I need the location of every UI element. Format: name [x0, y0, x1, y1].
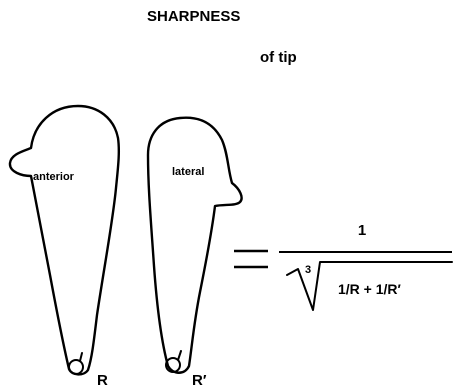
tip-radius-line-r-prime — [178, 351, 181, 360]
tip-radius-line-r — [80, 353, 82, 361]
radicand: 1/R + 1/R′ — [338, 281, 402, 297]
lateral-label: lateral — [172, 166, 204, 178]
root-index: 3 — [305, 264, 311, 276]
radius-label-r-prime: R′ — [192, 372, 207, 385]
radius-label-r: R — [97, 372, 108, 385]
anterior-tooth-outline — [10, 106, 119, 374]
numerator: 1 — [358, 222, 366, 239]
lateral-tooth-outline — [148, 118, 242, 373]
title-of-tip: of tip — [260, 49, 297, 66]
tip-radius-circle-r — [69, 360, 83, 374]
title-sharpness: SHARPNESS — [147, 8, 240, 25]
anterior-label: anterior — [33, 171, 75, 183]
